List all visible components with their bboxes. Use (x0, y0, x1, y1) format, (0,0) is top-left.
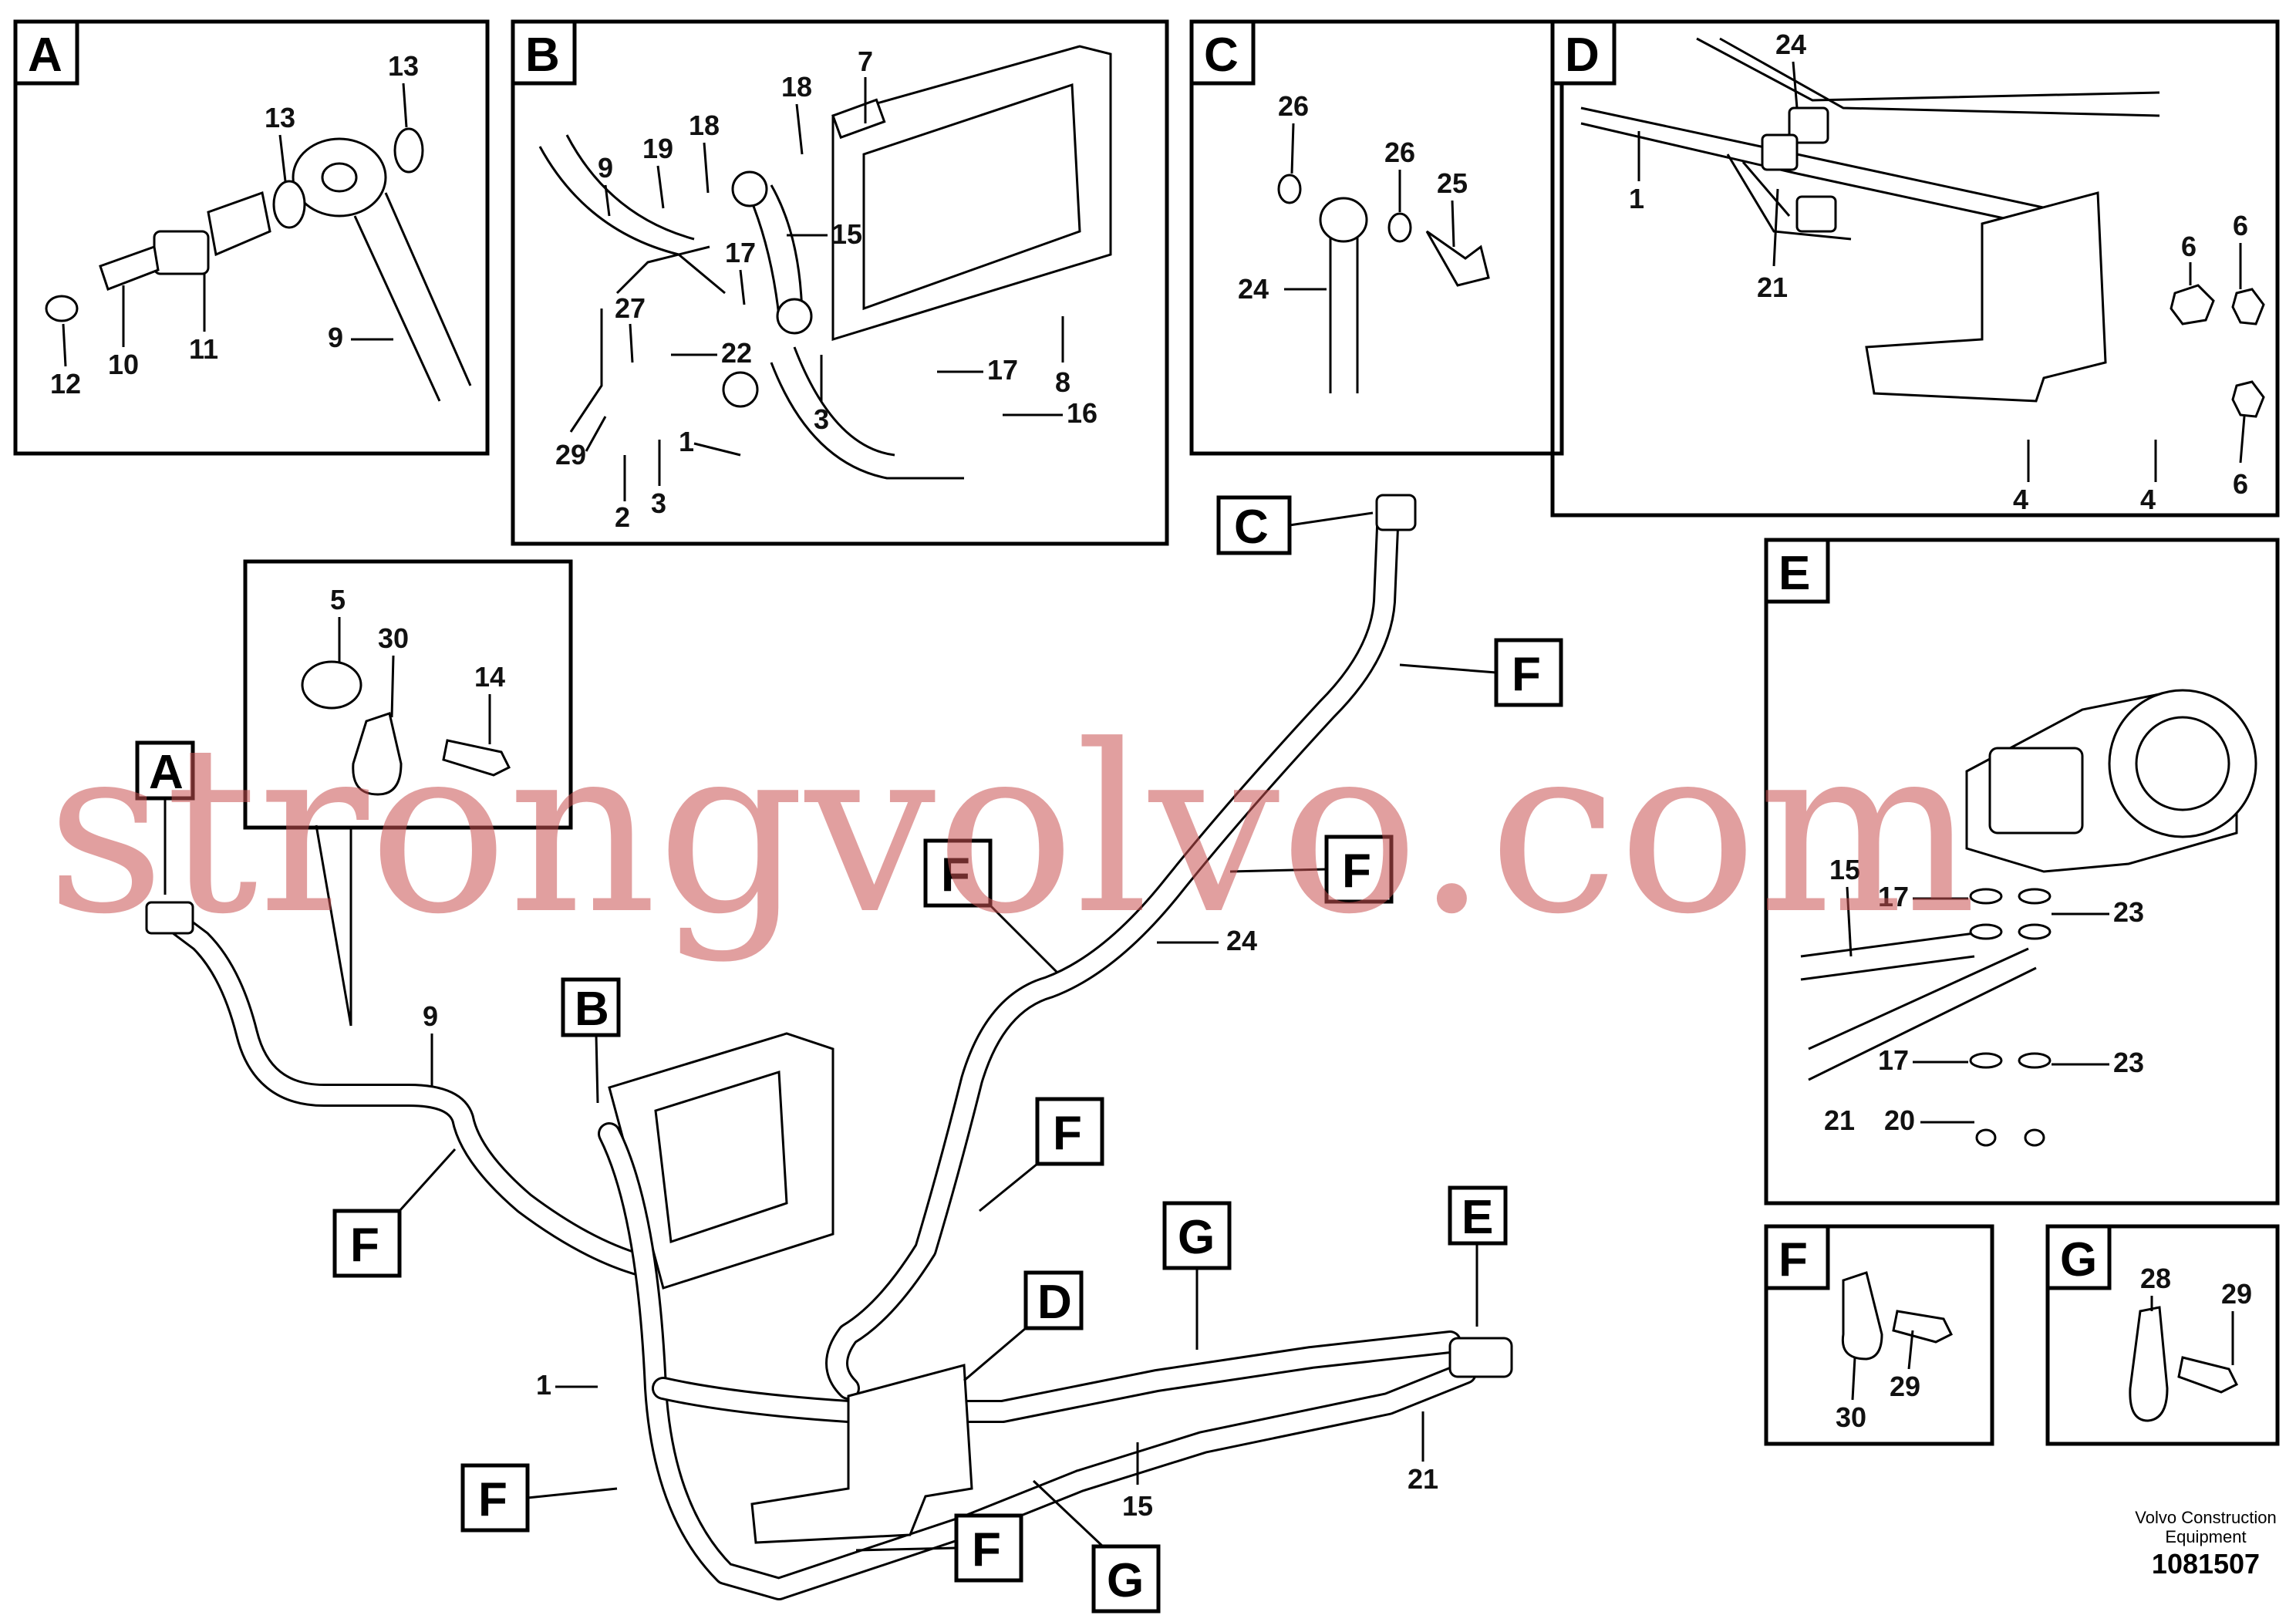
callout-9-main: 9 (423, 1000, 438, 1032)
callout-6-d2: 6 (2233, 210, 2248, 241)
tag-d: D (1037, 1276, 1072, 1329)
callout-9-b: 9 (598, 152, 613, 184)
callout-7: 7 (858, 46, 873, 77)
callout-13-a2: 13 (265, 102, 295, 133)
panel-d-label: D (1565, 29, 1600, 82)
callout-5: 5 (330, 584, 346, 615)
company-name: Volvo Construction (2135, 1508, 2276, 1527)
callout-3-b1: 3 (651, 487, 666, 519)
tag-f-5: F (350, 1219, 379, 1272)
detail-panel-g: G 28 29 (2045, 1224, 2280, 1446)
callout-12: 12 (50, 368, 81, 400)
callout-20: 20 (1884, 1104, 1915, 1136)
callout-16: 16 (1067, 397, 1097, 429)
callout-17-e2: 17 (1878, 1044, 1909, 1076)
detail-panel-a: A 13 13 12 10 11 9 (13, 19, 490, 456)
detail-panel-b: B 7 18 18 19 9 15 17 27 22 17 16 8 29 (511, 19, 1169, 546)
panel-f-label: F (1778, 1233, 1808, 1286)
drawing-number: 1081507 (2152, 1548, 2260, 1580)
tag-b: B (575, 983, 609, 1036)
callout-29-f: 29 (1890, 1371, 1920, 1402)
callout-21-d: 21 (1757, 271, 1788, 303)
callout-23-e1: 23 (2113, 896, 2144, 928)
tag-f-2: F (1342, 845, 1371, 898)
callout-17-b1: 17 (725, 237, 756, 268)
callout-21-main: 21 (1408, 1463, 1438, 1495)
callout-25: 25 (1437, 167, 1468, 199)
callout-30-clip: 30 (378, 622, 409, 654)
tag-e: E (1462, 1191, 1493, 1244)
callout-8: 8 (1055, 366, 1070, 398)
tag-f-4: F (1053, 1107, 1082, 1160)
callout-2: 2 (615, 501, 630, 533)
detail-panel-c: C 26 26 25 24 (1189, 19, 1564, 456)
callout-1-b: 1 (679, 426, 694, 457)
title-block: Volvo Construction Equipment 1081507 (2135, 1508, 2276, 1580)
tag-c: C (1234, 501, 1269, 554)
callout-11: 11 (189, 333, 218, 365)
tag-f-3: F (941, 848, 970, 902)
tag-f-7: F (972, 1523, 1001, 1576)
callout-6-d1: 6 (2181, 231, 2197, 262)
callout-4-d2: 4 (2140, 484, 2156, 515)
detail-panel-f: F 30 29 (1764, 1224, 1994, 1446)
callout-9-a: 9 (328, 322, 343, 353)
detail-panel-clip: 5 30 14 (243, 559, 573, 1027)
detail-panel-e: E 15 17 23 17 23 21 20 (1764, 538, 2280, 1206)
callout-17-e1: 17 (1878, 881, 1909, 912)
tag-g-1: G (1178, 1211, 1215, 1264)
callout-23-e2: 23 (2113, 1047, 2144, 1078)
callout-18-b1: 18 (781, 71, 812, 103)
panel-g-label: G (2060, 1233, 2097, 1286)
callout-26-c1: 26 (1278, 90, 1309, 122)
detail-panel-d: D 24 1 21 6 6 6 4 4 (1550, 19, 2280, 518)
callout-1-main: 1 (536, 1369, 551, 1401)
callout-27: 27 (615, 292, 646, 324)
callout-30-f: 30 (1836, 1401, 1866, 1433)
callout-15-e: 15 (1829, 854, 1860, 885)
panel-c-label: C (1204, 29, 1239, 82)
panel-b-label: B (525, 29, 560, 82)
callout-15-main: 15 (1122, 1490, 1153, 1522)
callout-17-b2: 17 (987, 354, 1018, 386)
callout-4-d1: 4 (2013, 484, 2028, 515)
callout-29-g: 29 (2221, 1278, 2252, 1310)
callout-14: 14 (474, 661, 505, 693)
callout-22: 22 (721, 337, 752, 369)
watermark: strongvolvo.com (46, 696, 1977, 965)
callout-10: 10 (108, 349, 139, 380)
callout-26-c2: 26 (1384, 137, 1415, 168)
tag-f-1: F (1512, 648, 1541, 701)
callout-18-b2: 18 (689, 110, 720, 141)
tag-a: A (149, 746, 184, 799)
callout-29-b: 29 (555, 439, 586, 470)
callout-1-d: 1 (1629, 183, 1644, 214)
callout-15-b: 15 (831, 218, 862, 250)
panel-e-label: E (1778, 547, 1810, 600)
callout-24-main: 24 (1226, 925, 1257, 956)
tag-f-6: F (478, 1473, 507, 1526)
callout-24-c: 24 (1238, 273, 1269, 305)
main-assembly: 9 24 1 15 21 A B C D E F F F (135, 494, 1563, 1614)
callout-21-e: 21 (1824, 1104, 1855, 1136)
tag-g-2: G (1107, 1554, 1144, 1607)
callout-24-d: 24 (1775, 29, 1806, 60)
callout-3-b2: 3 (814, 403, 829, 435)
panel-a-label: A (28, 29, 62, 82)
callout-19: 19 (642, 133, 673, 164)
callout-6-d3: 6 (2233, 468, 2248, 500)
callout-28: 28 (2140, 1263, 2171, 1294)
company-name-line2: Equipment (2165, 1527, 2246, 1546)
callout-13-a1: 13 (388, 50, 419, 82)
